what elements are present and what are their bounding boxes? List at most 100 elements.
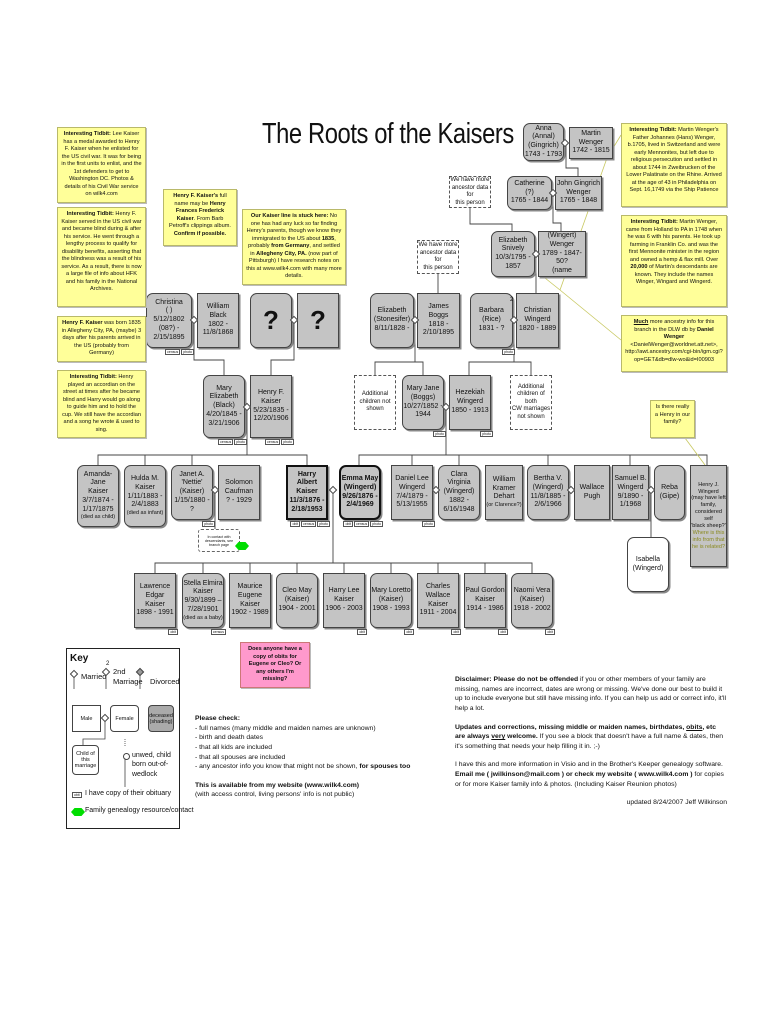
photo-tag-icon[interactable]: photo xyxy=(422,521,435,527)
census-tag-icon[interactable]: census xyxy=(165,349,181,355)
callout-text: Is there really a Henry in our family? xyxy=(654,404,691,426)
person-text: 1906 - 2003 xyxy=(325,604,363,612)
tag-row: obit xyxy=(498,629,508,635)
person-text: William xyxy=(492,475,516,483)
census-tag-icon[interactable]: census xyxy=(354,521,370,527)
census-tag-icon[interactable]: census xyxy=(301,521,317,527)
person-mary-loretto[interactable]: Mary Loretto(Kaiser)1908 - 1993 xyxy=(370,573,412,628)
tag-row: census xyxy=(210,629,226,635)
person-janet[interactable]: Janet A.'Nettie'(Kaiser)1/15/1880 - ? xyxy=(171,465,213,520)
census-tag-icon[interactable]: census xyxy=(218,439,234,445)
please-check: Please check: - full names (many middle … xyxy=(195,714,435,800)
resource-contact-icon[interactable] xyxy=(235,542,249,550)
person-text: (Gingrich) xyxy=(528,142,559,149)
callout-text: <DanielWenger@worldnet.att.net>, http://… xyxy=(625,341,723,363)
photo-tag-icon[interactable]: photo xyxy=(370,521,383,527)
key-male: Male xyxy=(72,705,101,732)
person-text: William Black xyxy=(206,303,230,319)
person-text: 1831 - ? xyxy=(478,324,505,332)
obit-tag-icon[interactable]: obit xyxy=(404,629,414,635)
obit-tag-icon[interactable]: obit xyxy=(290,521,301,527)
person-unknown-f[interactable]: ? xyxy=(250,293,292,348)
person-elizabeth-stonesifer[interactable]: Elizabeth(Stonesifer)8/11/1828 - xyxy=(370,293,414,348)
person-christina[interactable]: Christina( )5/12/1802 (08?) -2/15/1895 xyxy=(146,293,192,348)
person-reba[interactable]: Reba(Gipe) xyxy=(654,465,685,520)
photo-tag-icon[interactable]: photo xyxy=(433,431,446,437)
photo-tag-icon[interactable]: photo xyxy=(480,431,493,437)
person-emma-may[interactable]: Emma May(Wingerd)9/26/1876 -2/4/1969 xyxy=(339,465,381,520)
person-text: Henry F. xyxy=(257,389,285,396)
obit-tag-icon[interactable]: obit xyxy=(498,629,508,635)
obit-tag-icon[interactable]: obit xyxy=(343,521,354,527)
photo-tag-icon[interactable]: photo xyxy=(202,521,215,527)
person-mary-jane[interactable]: Mary Jane(Boggs)10/27/1852 -1944 xyxy=(402,375,444,430)
disclaimer: Disclaimer: Please do not be offended if… xyxy=(455,675,727,808)
census-tag-icon[interactable]: census xyxy=(210,629,226,635)
person-text: (or Clarence?) xyxy=(486,502,522,509)
person-text: this person xyxy=(455,199,485,206)
photo-tag-icon[interactable]: photo xyxy=(317,521,330,527)
person-text: Dehart xyxy=(493,493,515,501)
person-naomi[interactable]: Naomi Vera(Kaiser)1918 - 2002 xyxy=(511,573,553,628)
person-anna[interactable]: Anna (Annal)(Gingrich)1743 - 1793 xyxy=(523,123,564,161)
person-text: 1902 - 1989 xyxy=(231,609,269,617)
census-tag-icon[interactable]: census xyxy=(265,439,281,445)
person-unknown-m[interactable]: ? xyxy=(297,293,339,348)
obit-tag-icon[interactable]: obit xyxy=(357,629,367,635)
photo-tag-icon[interactable]: photo xyxy=(281,439,294,445)
obit-tag-icon[interactable]: obit xyxy=(168,629,178,635)
person-text: Hezekiah xyxy=(455,389,485,397)
person-text: 11/3/1876 - xyxy=(289,496,325,504)
obit-tag-icon[interactable]: obit xyxy=(451,629,461,635)
callout-text: 1835 xyxy=(321,235,335,242)
person-text: 11/8/1885 - xyxy=(530,492,566,500)
person-bertha[interactable]: Bertha V.(Wingerd)11/8/1885 -2/6/1966 xyxy=(527,465,569,520)
person-clara[interactable]: Clara Virginia(Wingerd)1882 -6/16/1948 xyxy=(438,465,480,520)
person-text: Harry Lee xyxy=(328,587,360,595)
second-marriage-marker: 2 xyxy=(510,297,514,303)
key-child: Child of this marriage xyxy=(72,745,99,775)
person-text: 1850 - 1913 xyxy=(451,406,489,414)
photo-tag-icon[interactable]: photo xyxy=(181,349,194,355)
callout-tidbit-accordion: Interesting Tidbit: Henry played an acco… xyxy=(57,370,146,439)
photo-tag-icon[interactable]: photo xyxy=(502,349,515,355)
obit-tag-icon[interactable]: obit xyxy=(545,629,555,635)
person-text: 1820 - 1889 xyxy=(518,324,557,332)
check-item: - full names (many middle and maiden nam… xyxy=(195,724,376,732)
person-cleo[interactable]: Cleo May(Kaiser)1904 - 2001 xyxy=(276,573,318,628)
photo-tag-icon[interactable]: photo xyxy=(234,439,247,445)
person-barbara[interactable]: Barbara(Rice)1831 - ? xyxy=(470,293,513,348)
person-catherine[interactable]: Catherine(?)1765 - 1844 xyxy=(507,176,552,210)
email-link[interactable]: Email me ( jwilkinson@mail.com ) or chec… xyxy=(455,771,693,779)
person-isabella[interactable]: Isabella(Wingerd) xyxy=(627,537,669,592)
